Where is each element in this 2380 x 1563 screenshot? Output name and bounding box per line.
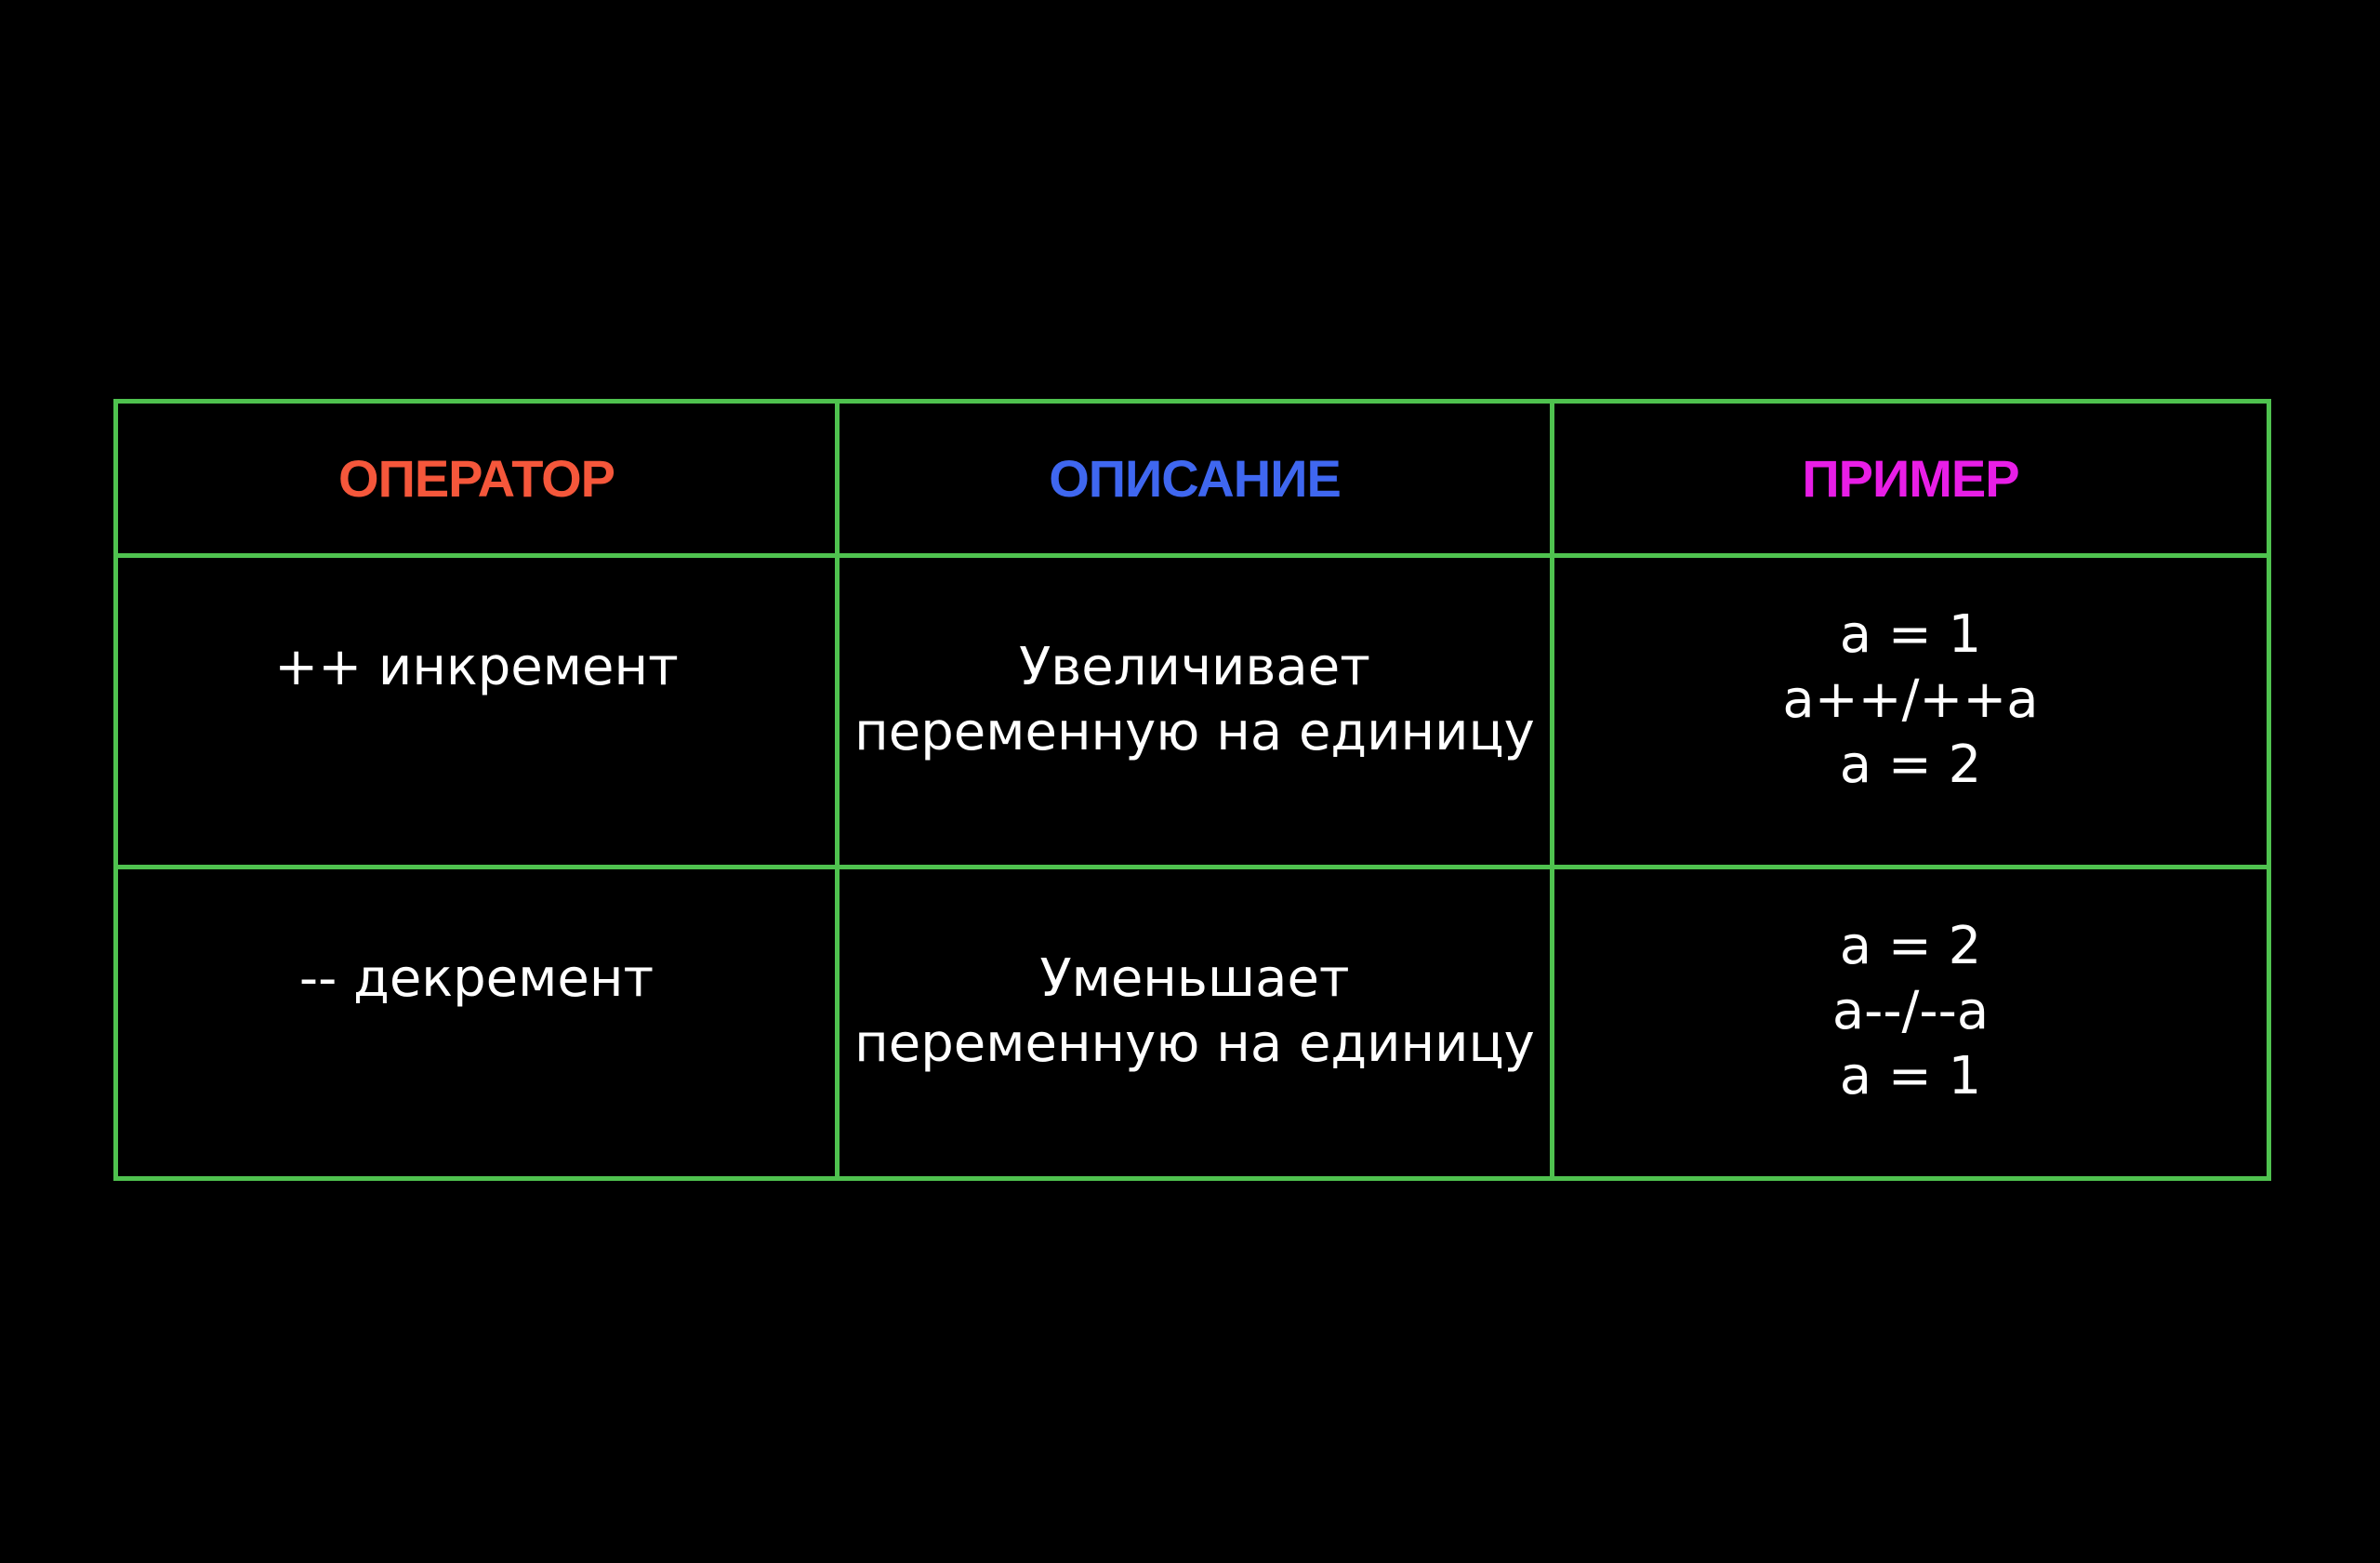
header-operator-label: ОПЕРАТОР [338,449,615,508]
example-line: a = 2 [1839,916,1982,976]
cell-operator-increment: ++ инкремент [113,553,840,869]
header-description: ОПИСАНИЕ [835,399,1554,558]
cell-description-increment: Увеличивает переменную на единицу [835,553,1554,869]
description-line: Увеличивает [1019,637,1370,697]
example-line: a = 1 [1839,604,1982,665]
header-example-label: ПРИМЕР [1802,449,2019,508]
operators-table: ОПЕРАТОР ОПИСАНИЕ ПРИМЕР ++ инкремент Ув… [113,399,2271,1181]
description-line: переменную на единицу [854,702,1535,762]
header-operator: ОПЕРАТОР [113,399,840,558]
description-line: Уменьшает [1039,948,1350,1009]
header-description-label: ОПИСАНИЕ [1049,449,1342,508]
cell-example-decrement: a = 2 a--/--a a = 1 [1550,865,2271,1181]
example-line: a++/++a [1782,669,2039,730]
example-line: a = 1 [1839,1046,1982,1106]
operator-text: ++ инкремент [274,637,679,697]
table-row-increment: ++ инкремент Увеличивает переменную на е… [113,553,2271,869]
cell-example-increment: a = 1 a++/++a a = 2 [1550,553,2271,869]
header-example: ПРИМЕР [1550,399,2271,558]
example-line: a = 2 [1839,735,1982,795]
description-line: переменную на единицу [854,1013,1535,1074]
cell-description-decrement: Уменьшает переменную на единицу [835,865,1554,1181]
table-header-row: ОПЕРАТОР ОПИСАНИЕ ПРИМЕР [113,399,2271,558]
example-line: a--/--a [1831,981,1990,1041]
operator-text: -- декремент [298,948,654,1009]
table-row-decrement: -- декремент Уменьшает переменную на еди… [113,865,2271,1181]
cell-operator-decrement: -- декремент [113,865,840,1181]
